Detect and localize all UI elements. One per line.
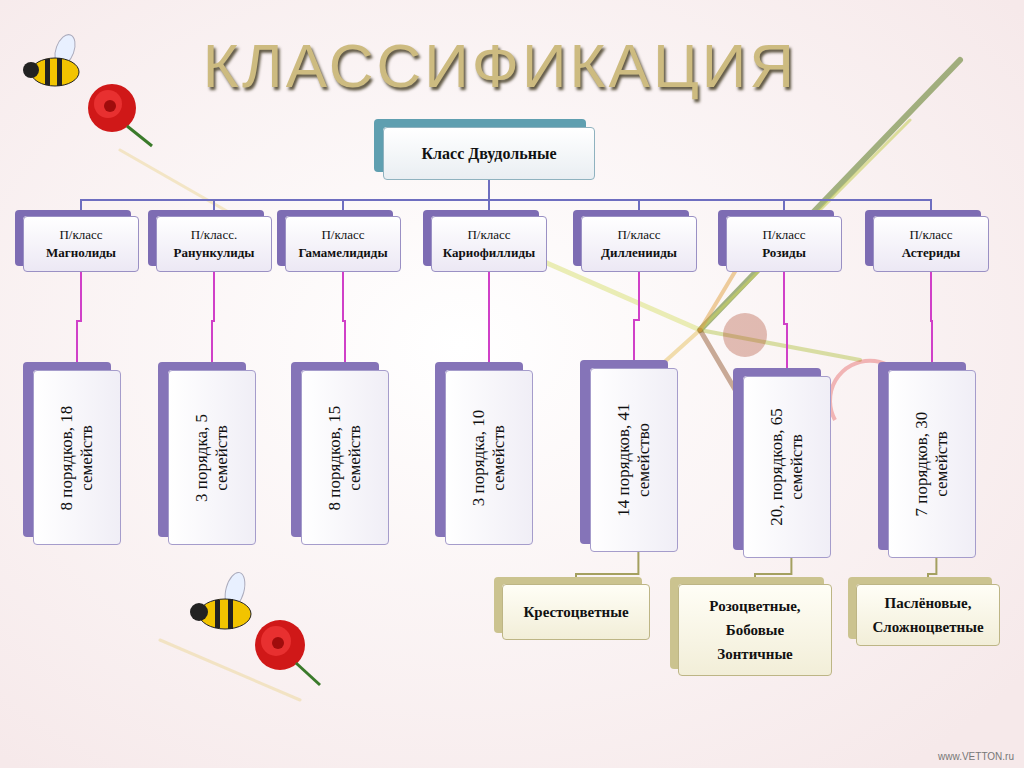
node-label: Класс Двудольные bbox=[421, 145, 556, 163]
order-count-box: 20, порядков, 65 семейств bbox=[743, 376, 831, 558]
node-heading: П/класс bbox=[909, 226, 952, 244]
node-label: Розиды bbox=[762, 244, 806, 262]
tree-connector bbox=[928, 558, 936, 584]
node-heading: П/класс bbox=[59, 226, 102, 244]
order-count-box: 3 порядка, 5 семейств bbox=[168, 370, 256, 545]
node-label: Крестоцветные bbox=[523, 600, 628, 624]
rotated-text-holder: 3 порядка, 5 семейств bbox=[192, 399, 233, 517]
rotated-text-holder: 14 порядков, 41 семейство bbox=[614, 401, 655, 519]
starburst bbox=[120, 60, 960, 700]
subclass-box: П/класс.Ранункулиды bbox=[156, 216, 272, 272]
tree-connector bbox=[489, 180, 931, 216]
rotated-text-holder: 20, порядков, 65 семейств bbox=[767, 408, 808, 526]
node-label: Астериды bbox=[902, 244, 960, 262]
node-label: Дилленииды bbox=[601, 244, 677, 262]
node-heading: П/класс bbox=[617, 226, 660, 244]
class-box: Класс Двудольные bbox=[383, 127, 595, 180]
tree-connector bbox=[755, 558, 791, 584]
node-label: Паслёновые, Сложноцветные bbox=[867, 591, 989, 639]
node-label: 7 порядков, 30 семейств bbox=[912, 405, 953, 523]
node-label: Магнолиды bbox=[46, 244, 116, 262]
node-label: 20, порядков, 65 семейств bbox=[767, 408, 808, 526]
node-label: 14 порядков, 41 семейство bbox=[614, 401, 655, 519]
tree-connector bbox=[489, 180, 784, 216]
rotated-text-holder: 7 порядков, 30 семейств bbox=[912, 405, 953, 523]
node-label: Ранункулиды bbox=[174, 244, 255, 262]
order-count-box: 14 порядков, 41 семейство bbox=[590, 368, 678, 552]
rotated-text-holder: 8 порядков, 15 семейств bbox=[325, 399, 366, 517]
node-label: 8 порядков, 15 семейств bbox=[325, 399, 366, 517]
node-label: 8 порядков, 18 семейств bbox=[57, 399, 98, 517]
rotated-text-holder: 3 порядка, 10 семейств bbox=[469, 399, 510, 517]
node-label: Кариофиллиды bbox=[443, 244, 535, 262]
tree-connector bbox=[81, 180, 489, 216]
tree-connector bbox=[784, 272, 787, 376]
node-label: 3 порядка, 5 семейств bbox=[192, 399, 233, 517]
watermark: www.VETTON.ru bbox=[938, 751, 1014, 762]
node-heading: П/класс bbox=[321, 226, 364, 244]
family-box: Паслёновые, Сложноцветные bbox=[856, 584, 1000, 646]
node-label: Гамамелидиды bbox=[298, 244, 387, 262]
rose-top bbox=[88, 84, 152, 146]
rotated-text-holder: 8 порядков, 18 семейств bbox=[57, 399, 98, 517]
subclass-box: П/классГамамелидиды bbox=[285, 216, 401, 272]
family-box: Розоцветные, Бобовые Зонтичные bbox=[678, 584, 832, 676]
order-count-box: 7 порядков, 30 семейств bbox=[888, 370, 976, 558]
node-heading: П/класс. bbox=[191, 226, 237, 244]
bee-top bbox=[23, 32, 79, 86]
bee-bottom bbox=[190, 570, 251, 629]
node-label: Розоцветные, Бобовые Зонтичные bbox=[689, 594, 821, 666]
subclass-box: П/классКариофиллиды bbox=[431, 216, 547, 272]
node-heading: П/класс bbox=[467, 226, 510, 244]
subclass-box: П/классРозиды bbox=[726, 216, 842, 272]
subclass-box: П/классДилленииды bbox=[581, 216, 697, 272]
tree-connector bbox=[634, 272, 639, 368]
diagram-title: КЛАССИФИКАЦИЯ bbox=[0, 30, 1000, 101]
tree-connector bbox=[343, 272, 345, 370]
tree-connector bbox=[214, 180, 489, 216]
order-count-box: 3 порядка, 10 семейств bbox=[445, 370, 533, 545]
tree-connector bbox=[343, 180, 489, 216]
tree-connector bbox=[77, 272, 81, 370]
flower-center bbox=[723, 313, 767, 357]
subclass-box: П/классМагнолиды bbox=[23, 216, 139, 272]
subclass-box: П/классАстериды bbox=[873, 216, 989, 272]
tree-connector bbox=[931, 272, 932, 370]
family-box: Крестоцветные bbox=[502, 584, 650, 640]
tree-connector bbox=[488, 272, 490, 370]
order-count-box: 8 порядков, 15 семейств bbox=[301, 370, 389, 545]
tree-connector bbox=[489, 180, 639, 216]
tree-connector bbox=[212, 272, 214, 370]
rose-bottom bbox=[255, 620, 320, 685]
tree-connector bbox=[576, 552, 638, 584]
node-label: 3 порядка, 10 семейств bbox=[469, 399, 510, 517]
order-count-box: 8 порядков, 18 семейств bbox=[33, 370, 121, 545]
node-heading: П/класс bbox=[762, 226, 805, 244]
